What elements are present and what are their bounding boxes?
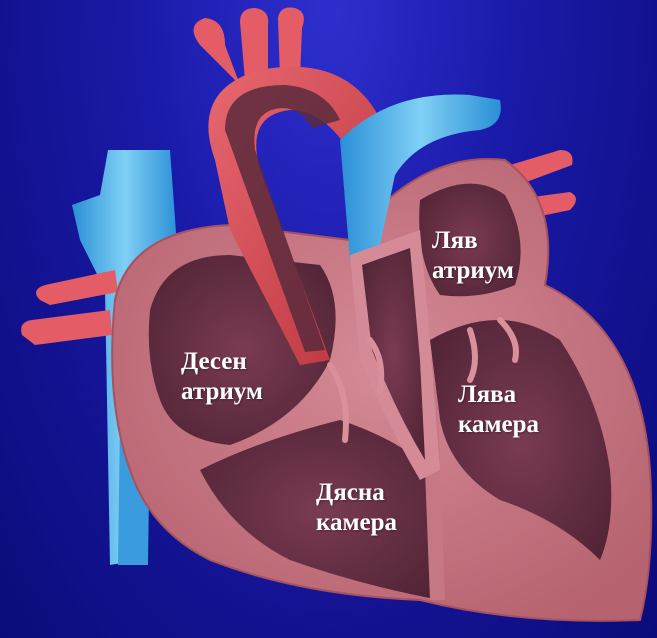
label-right-ventricle-line1: Дясна [316,478,397,508]
label-left-ventricle: Лява камера [458,380,539,440]
label-right-atrium-line1: Десен [181,347,263,377]
label-left-ventricle-line1: Лява [458,380,539,410]
label-left-atrium-line2: атриум [432,256,514,286]
left-pulmonary-vessels [21,270,118,345]
label-left-atrium: Ляв атриум [432,226,514,286]
label-left-ventricle-line2: камера [458,410,539,440]
label-right-atrium: Десен атриум [181,347,263,407]
label-right-ventricle: Дясна камера [316,478,397,538]
label-right-ventricle-line2: камера [316,508,397,538]
label-left-atrium-line1: Ляв [432,226,514,256]
label-right-atrium-line2: атриум [181,377,263,407]
